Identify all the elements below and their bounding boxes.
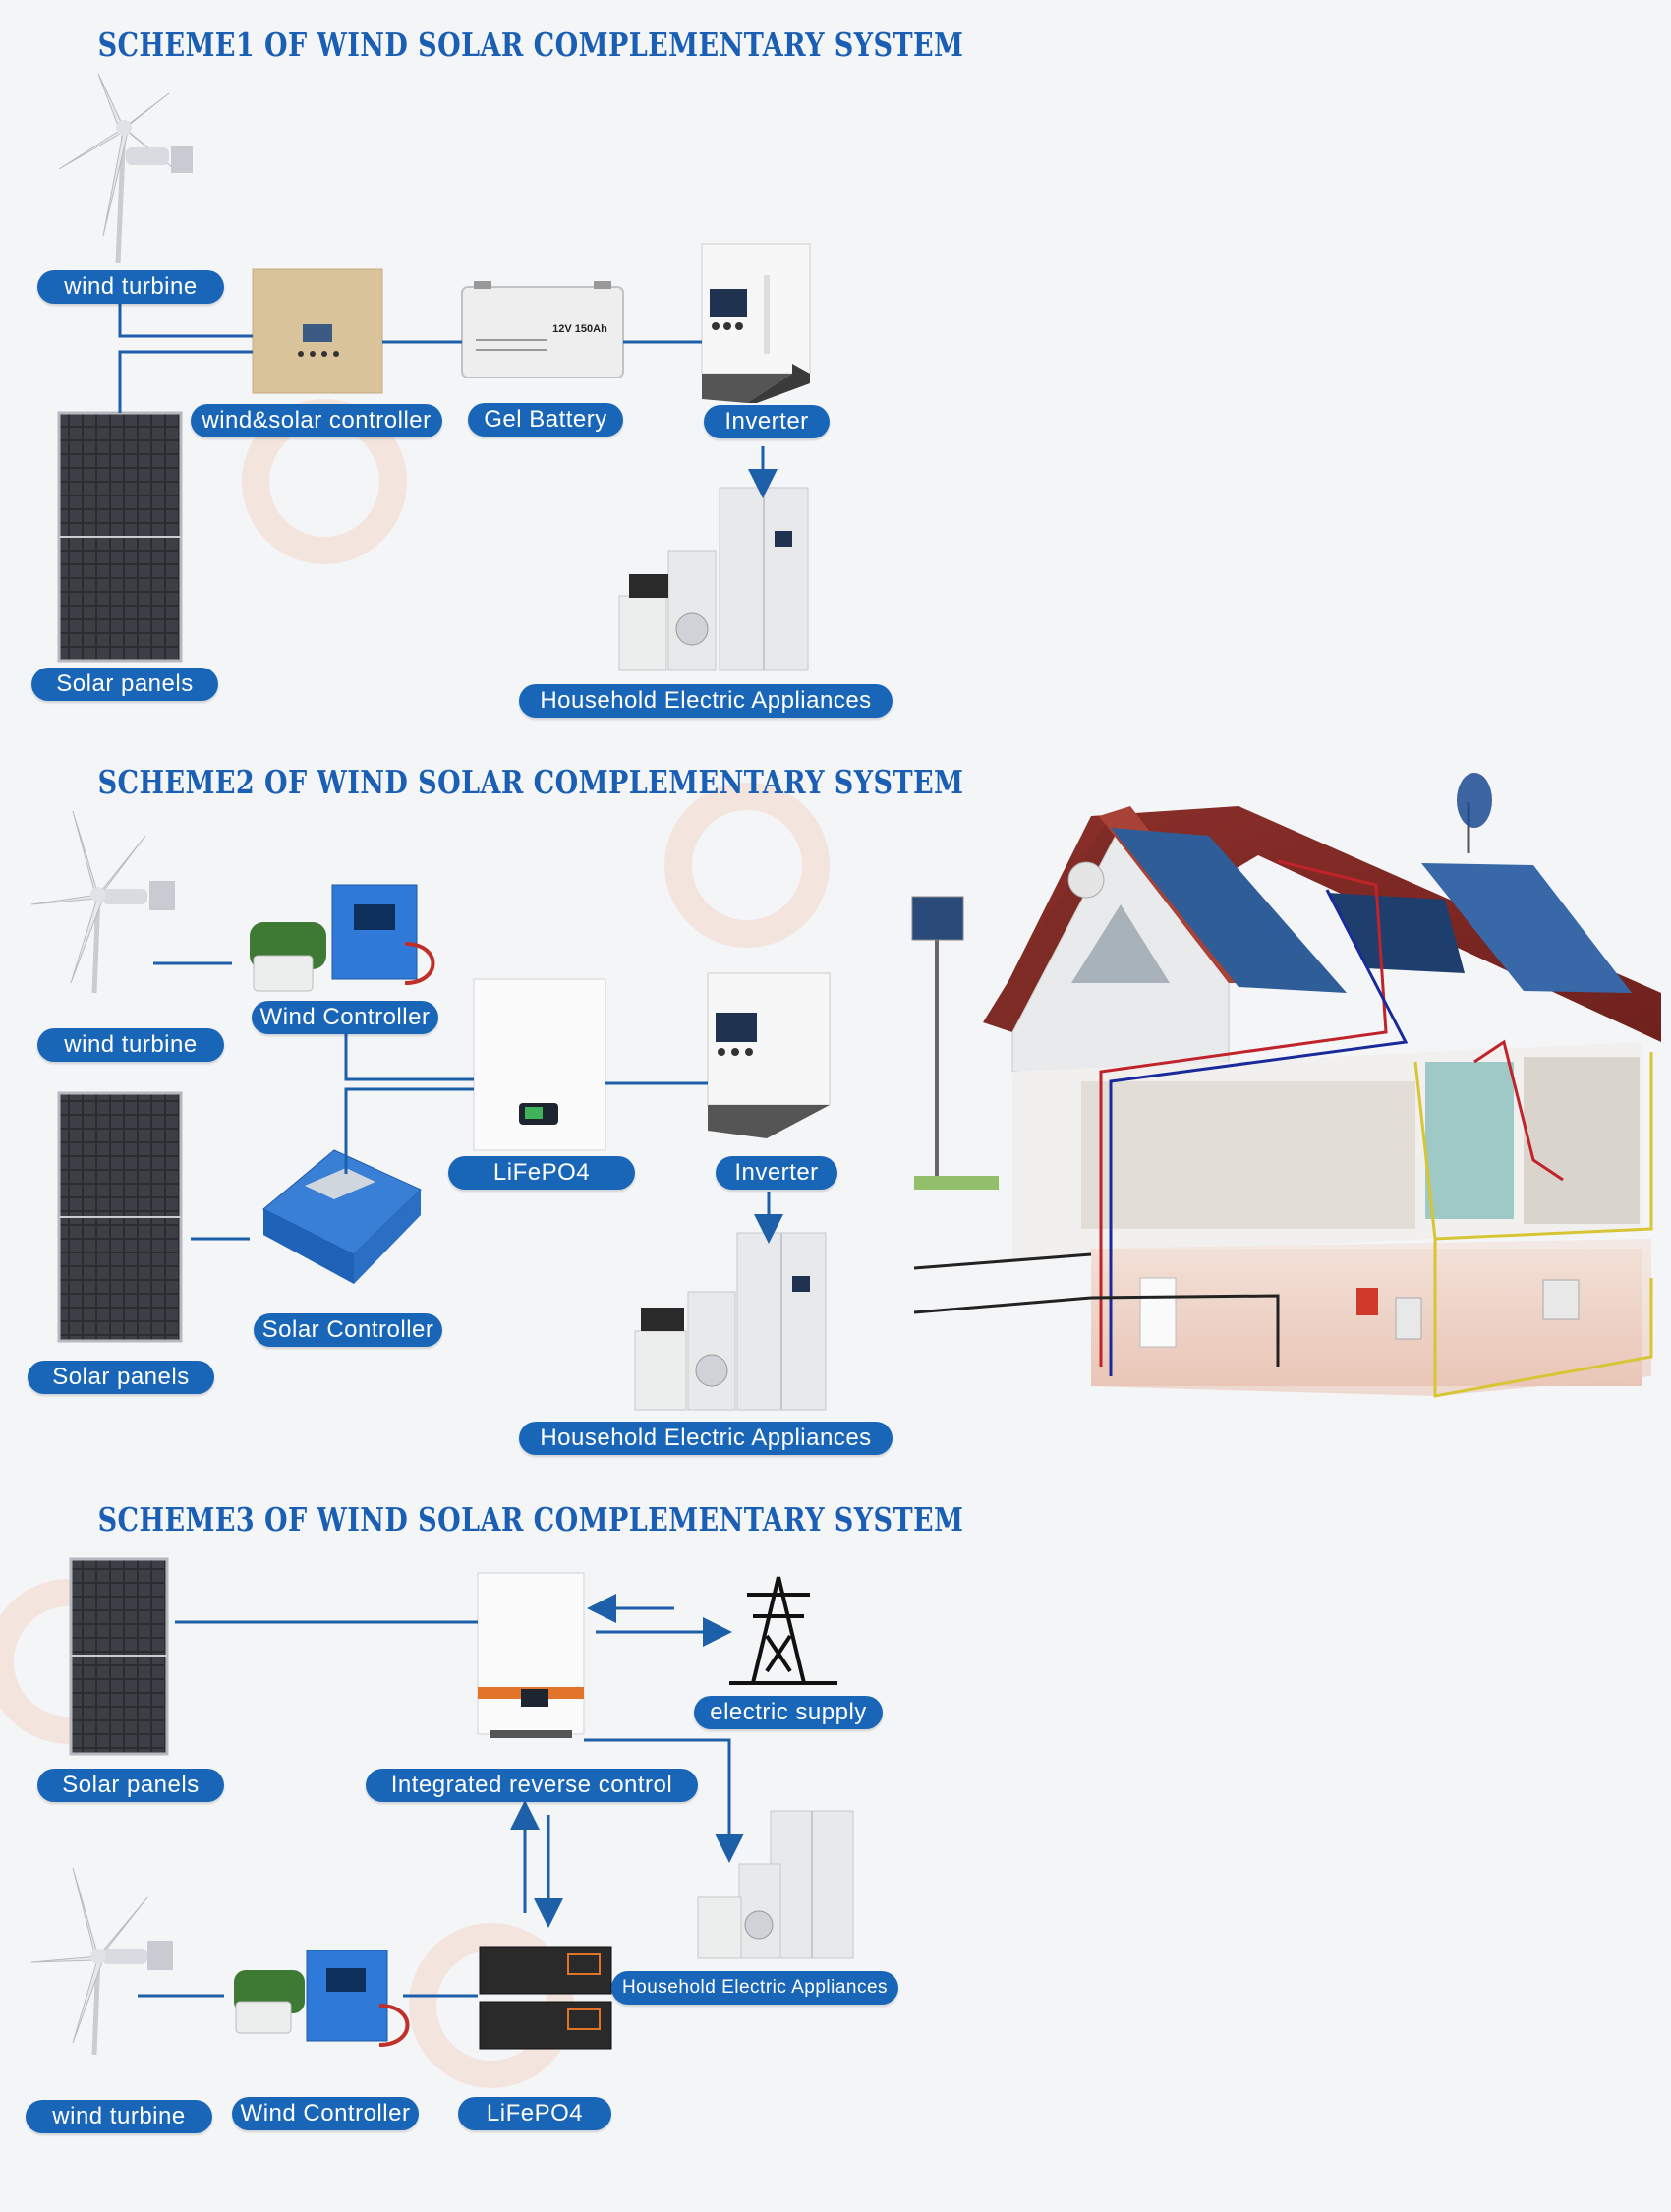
- scheme2-lifepo4-icon: [473, 978, 606, 1151]
- scheme3-wind-controller-icon: [234, 1950, 410, 2047]
- scheme1-inverter-label: Inverter: [704, 405, 830, 438]
- scheme1-wind-turbine-icon: [58, 73, 193, 264]
- scheme2-inverter-icon: [707, 972, 831, 1138]
- scheme2-inverter-label: Inverter: [716, 1156, 837, 1190]
- scheme1-controller-label: wind&solar controller: [191, 404, 442, 437]
- scheme1-solar-label: Solar panels: [31, 668, 218, 701]
- scheme2-connectors: [153, 961, 783, 1244]
- scheme2-appliances-label: Household Electric Appliances: [519, 1422, 893, 1455]
- scheme1-wind-turbine-label: wind turbine: [37, 270, 224, 304]
- scheme2-solar-controller-icon: [262, 1149, 422, 1284]
- scheme2-wind-controller-icon: [250, 884, 435, 992]
- scheme3-lifepo4-label: LiFePO4: [458, 2097, 611, 2130]
- scheme2-title: SCHEME2 OF WIND SOLAR COMPLEMENTARY SYST…: [97, 763, 964, 801]
- scheme3-title: SCHEME3 OF WIND SOLAR COMPLEMENTARY SYST…: [97, 1500, 964, 1539]
- scheme3-appliances-icon: [697, 1810, 854, 1959]
- scheme3-integrated-label: Integrated reverse control: [366, 1769, 698, 1802]
- scheme3-integrated-reverse-control-icon: [477, 1572, 585, 1738]
- scheme1-gel-battery-icon: 12V 150Ah: [461, 281, 624, 378]
- scheme3-appliances-label: Household Electric Appliances: [611, 1971, 898, 2005]
- scheme1-connectors: [118, 295, 778, 498]
- scheme1-battery-spec: 12V 150Ah: [552, 323, 607, 335]
- scheme3-lifepo4-icon: [479, 1946, 612, 2050]
- scheme2-solar-controller-label: Solar Controller: [254, 1313, 442, 1347]
- transmission-tower-icon: [729, 1576, 837, 1685]
- scheme1-appliances-label: Household Electric Appliances: [519, 684, 893, 718]
- house-illustration: [911, 773, 1661, 1398]
- scheme3-wind-turbine-label: wind turbine: [26, 2100, 212, 2133]
- scheme3-electric-supply-label: electric supply: [694, 1696, 883, 1729]
- scheme3-solar-label: Solar panels: [37, 1769, 224, 1802]
- scheme3-connectors: [138, 1594, 744, 1998]
- scheme2-solar-label: Solar panels: [28, 1361, 214, 1394]
- scheme2-wind-turbine-icon: [30, 810, 175, 994]
- scheme3-wind-controller-label: Wind Controller: [232, 2097, 419, 2130]
- scheme2-appliances-icon: [634, 1232, 827, 1411]
- scheme3-wind-turbine-icon: [30, 1867, 173, 2056]
- scheme2-wind-controller-label: Wind Controller: [252, 1001, 438, 1034]
- scheme1-appliances-icon: [618, 487, 809, 671]
- scheme1-battery-label: Gel Battery: [468, 403, 623, 437]
- scheme2-lifepo4-label: LiFePO4: [448, 1156, 635, 1190]
- scheme1-inverter-icon: [701, 243, 811, 403]
- scheme1-title: SCHEME1 OF WIND SOLAR COMPLEMENTARY SYST…: [97, 26, 964, 64]
- scheme2-wind-turbine-label: wind turbine: [37, 1028, 224, 1062]
